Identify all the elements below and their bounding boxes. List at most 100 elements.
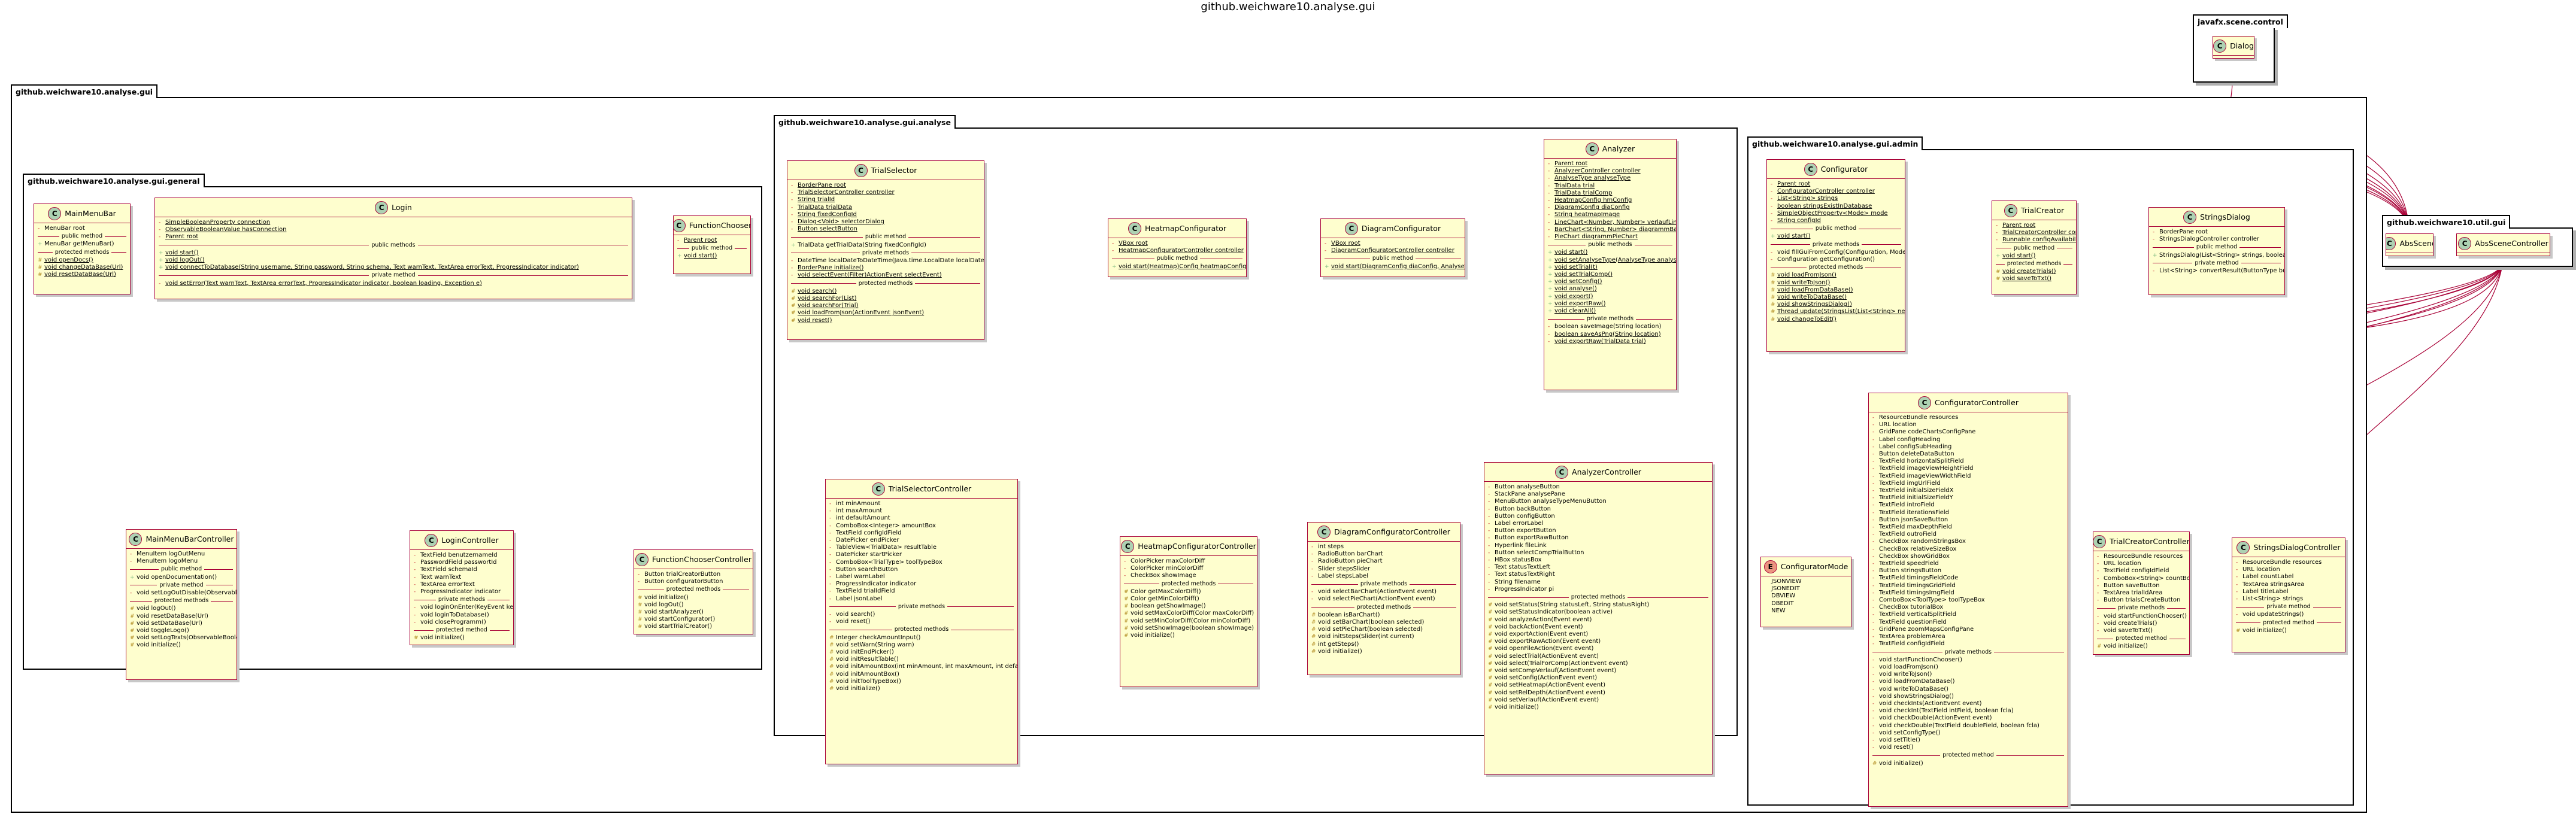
- class-member: +void setTrialComp(): [1548, 271, 1672, 278]
- visibility-marker: -: [829, 508, 832, 515]
- class-name: MainMenuBarController: [146, 534, 234, 543]
- member-signature: void startAnalyzer(): [644, 609, 704, 616]
- member-signature: void setWarn(String warn): [836, 641, 914, 648]
- class-member: #void setMaxColorDiff(Color maxColorDiff…: [1124, 610, 1254, 617]
- class-member: -ProgressIndicator indicator: [829, 581, 1014, 588]
- class-member: -TextField timingsFieldCode: [1872, 575, 2064, 582]
- visibility-marker: #: [829, 686, 834, 693]
- member-signature: TextField imgUrlField: [1879, 479, 1941, 487]
- visibility-marker: -: [1872, 561, 1875, 567]
- class-badge-icon: C: [2386, 237, 2396, 250]
- class-member: #void startTrialCreator(): [638, 623, 749, 630]
- class-member: -Button backButton: [1488, 506, 1708, 513]
- class-member: -ConfiguratorController controller: [1771, 188, 1901, 195]
- class-badge-icon: C: [1121, 540, 1135, 553]
- member-signature: Button trialCreatorButton: [644, 571, 721, 578]
- member-signature: void selectBarChart(ActionEvent event): [1318, 588, 1437, 596]
- visibility-marker: -: [829, 581, 832, 588]
- visibility-marker: -: [1488, 572, 1490, 578]
- member-signature: TextArea trialIdArea: [2104, 590, 2163, 597]
- class-member: #void saveToTxt(): [1996, 275, 2072, 283]
- member-signature: void start(): [2002, 252, 2036, 259]
- member-signature: List<String> strings: [2242, 596, 2304, 603]
- member-signature: URL location: [1879, 421, 1917, 429]
- visibility-marker: -: [791, 226, 793, 233]
- visibility-marker: #: [1996, 269, 2001, 275]
- section-divider: public method: [791, 233, 980, 241]
- member-signature: String heatmapImage: [1554, 211, 1620, 218]
- member-signature: void initialize(): [1131, 632, 1175, 639]
- member-signature: Color getMinColorDiff(): [1131, 596, 1199, 603]
- class-badge-icon: C: [854, 164, 868, 177]
- visibility-marker: #: [1124, 588, 1129, 595]
- member-signature: Dialog<Void> selectorDialog: [798, 218, 884, 226]
- member-signature: boolean isBarChart(): [1318, 611, 1380, 618]
- member-signature: TableView<TrialData> resultTable: [836, 544, 937, 551]
- class-compartment: -ResourceBundle resources-URL location-G…: [1869, 412, 2068, 769]
- visibility-marker: #: [1311, 634, 1316, 640]
- member-signature: CheckBox randomStringsBox: [1879, 538, 1966, 545]
- member-signature: int steps: [1318, 543, 1344, 550]
- class-member: -void checkDouble(TextField doubleField,…: [1872, 722, 2064, 730]
- visibility-marker: +: [1325, 263, 1329, 270]
- class-member: -DatePicker startPicker: [829, 551, 1014, 558]
- visibility-marker: -: [414, 589, 416, 596]
- visibility-marker: -: [1872, 451, 1875, 458]
- class-member: -Text warnText: [414, 574, 510, 581]
- visibility-marker: #: [38, 272, 43, 278]
- visibility-marker: -: [1548, 205, 1550, 211]
- member-signature: StackPane analysePane: [1495, 491, 1565, 498]
- member-signature: int defaultAmount: [836, 515, 890, 522]
- visibility-marker: #: [1311, 627, 1316, 633]
- class-member: -Button deleteDataButton: [1872, 451, 2064, 458]
- class-member: #void initialize(): [2236, 627, 2341, 634]
- member-signature: TextField introField: [1879, 502, 1935, 509]
- visibility-marker: -: [1771, 203, 1773, 209]
- visibility-marker: -: [1548, 324, 1550, 330]
- visibility-marker: -: [2097, 613, 2099, 619]
- section-divider: protected methods: [829, 626, 1014, 633]
- visibility-marker: -: [1548, 190, 1550, 196]
- class-member: #void resetDataBase(Url): [130, 613, 233, 620]
- class-member: #void searchFor(Trial): [791, 302, 980, 309]
- class-compartment: -BorderPane root-TrialSelectorController…: [787, 180, 984, 326]
- class-member: +void start(): [677, 253, 747, 260]
- member-signature: Text statusTextRight: [1495, 571, 1555, 578]
- enum-constant: NEW: [1765, 608, 1847, 615]
- member-signature: Parent root: [1777, 181, 1811, 187]
- visibility-marker: #: [1771, 287, 1775, 293]
- visibility-marker: #: [1124, 618, 1129, 624]
- member-signature: ComboBox<Integer> amountBox: [836, 522, 936, 529]
- member-signature: void fillGuiFromConfig(Configuration, Mo…: [1777, 248, 1905, 256]
- member-signature: void backAction(Event event): [1495, 623, 1583, 630]
- member-signature: void resetDataBase(Url): [137, 612, 208, 619]
- section-divider: private methods: [1548, 315, 1672, 323]
- visibility-marker: #: [1311, 612, 1316, 618]
- visibility-marker: -: [414, 552, 416, 558]
- class-member: -GridPane zoomMapsConfigPane: [1872, 626, 2064, 633]
- section-divider: protected method: [2236, 619, 2341, 627]
- member-signature: Text warnText: [420, 573, 462, 581]
- member-signature: Label titleLabel: [2242, 588, 2289, 595]
- visibility-marker: -: [791, 211, 793, 218]
- member-signature: void start(): [1554, 249, 1588, 256]
- package-label: github.weichware10.analyse.gui.analyse: [774, 115, 956, 129]
- class-member: -List<String> strings: [2236, 596, 2341, 603]
- visibility-marker: -: [1872, 429, 1875, 436]
- member-signature: LineChart<Number, Number> verlaufLineCha…: [1554, 218, 1677, 226]
- class-member: +void connectToDatabase(String username,…: [159, 264, 628, 271]
- package-label: github.weichware10.analyse.gui: [11, 84, 158, 98]
- member-signature: ResourceBundle resources: [2104, 553, 2183, 560]
- member-signature: void connectToDatabase(String username, …: [165, 264, 579, 271]
- class-member: -ComboBox<Integer> amountBox: [829, 523, 1014, 530]
- member-signature: void setLogTexts(ObservableBooleanValue …: [137, 634, 237, 642]
- member-signature: boolean saveAsPng(String location): [1554, 330, 1661, 338]
- member-signature: void initialize(): [1879, 760, 1923, 767]
- visibility-marker: -: [791, 204, 793, 211]
- class-member: -StackPane analysePane: [1488, 491, 1708, 498]
